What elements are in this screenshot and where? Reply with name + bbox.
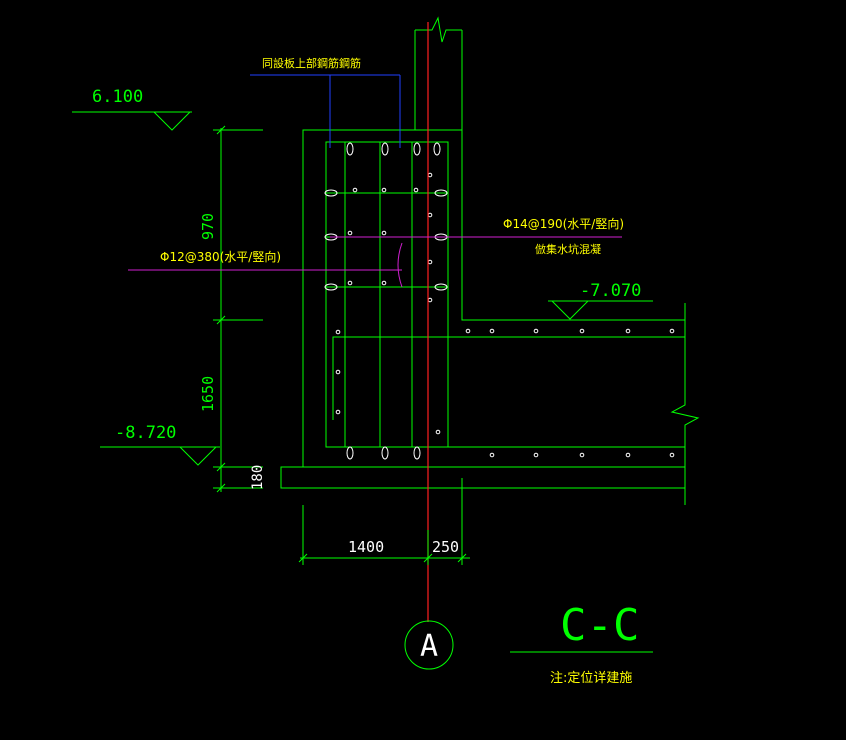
elevation-top bbox=[72, 111, 192, 131]
axis-bubble bbox=[404, 620, 454, 670]
elevation-top-label: 6.100 bbox=[92, 87, 143, 107]
horizontal-bar-note: Φ12@380(水平/竪向) bbox=[160, 249, 281, 264]
rebar-dots bbox=[324, 142, 675, 460]
dim-width: 1400 bbox=[348, 538, 384, 556]
vertical-bar-subnote: 倣集水坑混凝 bbox=[535, 242, 601, 256]
dim-lower-wall: 1650 bbox=[199, 376, 217, 412]
section-title: C-C bbox=[560, 600, 639, 651]
embedded-bar-note: 同設板上部鋼筋鋼筋 bbox=[262, 56, 361, 70]
dim-offset: 250 bbox=[432, 538, 459, 556]
elevation-bottom bbox=[100, 446, 220, 466]
horizontal-dimension bbox=[298, 478, 470, 565]
vertical-bar-note: Φ14@190(水平/竪向) bbox=[503, 216, 624, 231]
elevation-floor-label: -7.070 bbox=[580, 281, 641, 301]
axis-label: A bbox=[420, 629, 438, 664]
dim-upper-wall: 970 bbox=[199, 213, 217, 240]
leader-horizontal-bar bbox=[128, 242, 403, 288]
upper-column bbox=[414, 16, 463, 130]
elevation-bottom-label: -8.720 bbox=[115, 423, 176, 443]
location-note: 注:定位详建施 bbox=[550, 671, 632, 686]
dim-slab: 180 bbox=[250, 465, 266, 490]
elevation-floor bbox=[548, 300, 653, 320]
vertical-dimension bbox=[213, 125, 263, 493]
foundation-outline bbox=[280, 129, 700, 505]
leader-embedded-bar bbox=[250, 74, 401, 148]
